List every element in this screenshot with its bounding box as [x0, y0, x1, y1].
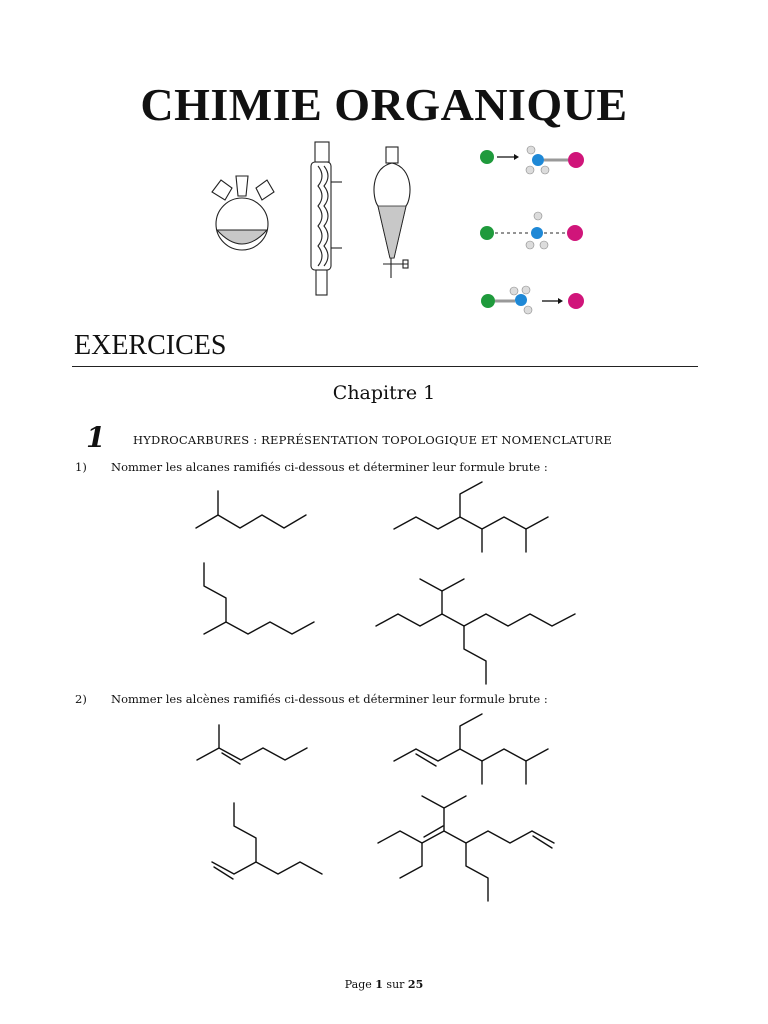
page-footer: Page 1 sur 25: [0, 978, 768, 991]
alkane-structure-4: [375, 578, 576, 685]
document-title-text: CHIMIE ORGANIQUE: [140, 79, 628, 130]
footer-middle: sur: [382, 978, 408, 991]
question-text: Nommer les alcanes ramifiés ci-dessous e…: [111, 460, 548, 474]
alkene-structure-1: [196, 724, 308, 765]
separatory-funnel-icon: [373, 146, 411, 278]
alkene-structure-3: [211, 802, 323, 880]
question-text: Nommer les alcènes ramifiés ci-dessous e…: [111, 692, 548, 706]
section-divider: [72, 366, 698, 367]
section-heading: EXERCICES: [74, 330, 227, 361]
three-neck-flask-icon: [211, 175, 275, 251]
footer-current-page: 1: [375, 978, 383, 991]
exercise-title: HYDROCARBURES : REPRÉSENTATION TOPOLOGIQ…: [133, 433, 613, 447]
footer-prefix: Page: [344, 978, 376, 991]
alkane-structure-1: [195, 490, 307, 529]
footer-total-pages: 25: [407, 978, 424, 991]
alkene-structure-2: [393, 713, 549, 785]
document-title: CHIMIE ORGANIQUE: [0, 78, 768, 131]
question-number: 2): [75, 692, 87, 706]
alkane-structure-2: [393, 481, 549, 553]
chapter-title: Chapitre 1: [332, 382, 436, 404]
alkane-structure-3: [203, 562, 315, 635]
alkene-structure-4: [377, 795, 555, 902]
exercise-number: 1: [86, 421, 106, 454]
question-number: 1): [75, 460, 87, 474]
condenser-icon: [310, 141, 342, 296]
sn2-reaction-mechanism-icon: [480, 145, 584, 315]
